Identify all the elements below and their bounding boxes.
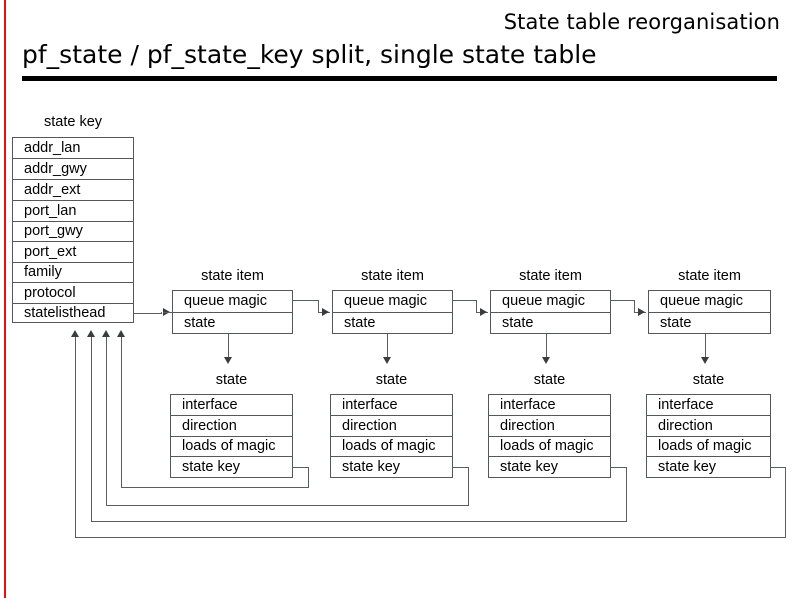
chain-link-out [293,300,319,301]
arrow-up-icon [102,330,110,337]
connector-item-to-state [705,334,706,359]
state-item-caption: state item [361,268,424,284]
arrow-right-icon [322,308,329,316]
backref-drop [308,467,309,488]
table-row: queue magic [649,291,770,313]
table-row: interface [647,395,770,416]
arrow-down-icon [701,357,709,364]
table-row: queue magic [491,291,610,313]
chain-link-out [611,300,635,301]
connector-item-to-state [546,334,547,359]
slide-kicker: State table reorganisation [503,10,780,34]
backref-drop [626,467,627,522]
table-row: direction [331,416,452,437]
backref-drop [785,467,786,538]
table-row: queue magic [333,291,452,313]
state-caption: state [533,372,566,388]
backref-out [453,467,469,468]
arrow-right-icon [480,308,487,316]
table-row: state [344,315,376,332]
table-row: port_lan [13,201,133,222]
table-row: family [13,263,133,283]
table-row: state key [500,458,559,475]
table-row: direction [171,416,292,437]
table-row: addr_gwy [13,159,133,180]
backref-run [106,505,469,506]
backref-out [293,467,309,468]
table-row: state [502,315,534,332]
backref-riser [91,337,92,522]
table-row: state key [182,458,241,475]
table-row: addr_lan [13,138,133,159]
table-row: state key [342,458,401,475]
table-row: port_gwy [13,222,133,242]
state-item-box: queue magic state [648,290,771,334]
page-title: pf_state / pf_state_key split, single st… [22,40,597,69]
state-caption: state [215,372,248,388]
connector-statelisthead-drop [161,312,162,313]
backref-run [91,521,627,522]
state-item-box: queue magic state [172,290,293,334]
state-box: interface direction loads of magic state… [170,394,293,478]
table-row: port_ext [13,242,133,263]
table-row: state [660,315,692,332]
table-row: queue magic [173,291,292,313]
table-row: loads of magic [647,437,770,457]
connector-item-to-state [387,334,388,359]
chain-link-drop [318,300,319,312]
table-row: state [184,315,216,332]
arrow-up-icon [117,330,125,337]
state-box: interface direction loads of magic state… [646,394,771,478]
state-key-table: addr_lan addr_gwy addr_ext port_lan port… [12,137,134,323]
backref-drop [468,467,469,506]
table-row: loads of magic [331,437,452,457]
state-key-caption: state key [43,114,103,130]
state-item-caption: state item [201,268,264,284]
arrow-right-icon [638,308,645,316]
state-caption: state [375,372,408,388]
backref-riser [75,337,76,538]
table-row: statelisthead [24,305,106,322]
table-row: loads of magic [171,437,292,457]
table-row: interface [171,395,292,416]
state-item-caption: state item [519,268,582,284]
arrow-down-icon [224,357,232,364]
state-item-box: queue magic state [490,290,611,334]
state-item-box: queue magic state [332,290,453,334]
table-row: interface [489,395,610,416]
chain-link-out [453,300,477,301]
accent-rule [4,0,6,598]
table-row: state key [658,458,717,475]
connector-item-to-state [228,334,229,359]
backref-run [121,487,309,488]
arrow-up-icon [87,330,95,337]
state-caption: state [692,372,725,388]
arrow-down-icon [383,357,391,364]
table-row: addr_ext [13,180,133,201]
state-box: interface direction loads of magic state… [330,394,453,478]
backref-riser [106,337,107,506]
state-item-caption: state item [678,268,741,284]
backref-riser [121,337,122,488]
table-row: direction [647,416,770,437]
table-row: protocol [13,283,133,304]
arrow-down-icon [542,357,550,364]
table-row: direction [489,416,610,437]
connector-statelisthead-in [163,312,173,313]
title-divider [22,76,777,81]
backref-run [75,537,786,538]
chain-link-drop [476,300,477,312]
arrow-up-icon [71,330,79,337]
backref-out [611,467,627,468]
table-row: loads of magic [489,437,610,457]
connector-statelisthead [134,313,162,314]
chain-link-drop [634,300,635,312]
state-box: interface direction loads of magic state… [488,394,611,478]
backref-out [771,467,786,468]
table-row: interface [331,395,452,416]
